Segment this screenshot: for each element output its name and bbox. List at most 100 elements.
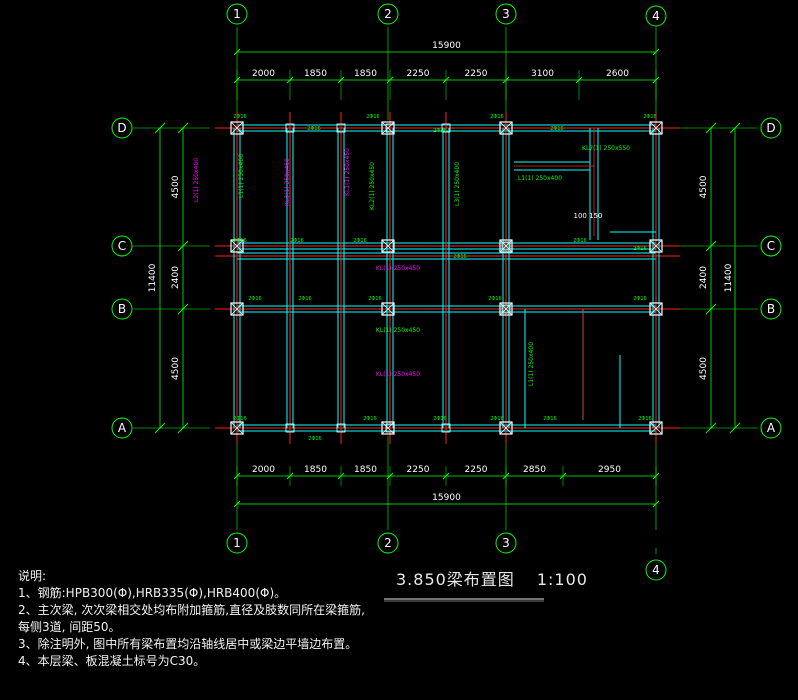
column-hatch bbox=[381, 302, 395, 316]
rebar-mark: 2Φ16 bbox=[638, 416, 651, 422]
dim-bottom-chain: 1850 bbox=[354, 465, 377, 475]
dim-tick bbox=[177, 240, 189, 252]
dim-tick bbox=[705, 303, 717, 315]
axis-label-left: C bbox=[118, 239, 126, 253]
rebar-mark: 2Φ16 bbox=[488, 296, 501, 302]
axis-label-right: A bbox=[767, 421, 776, 435]
beam-annotation: L1(1) 250x400 bbox=[238, 154, 245, 198]
column bbox=[649, 302, 663, 316]
rebar-mark: 2Φ16 bbox=[543, 416, 556, 422]
beam-annotation: L3(1) 250x400 bbox=[454, 162, 461, 206]
axis-bubble-bottom bbox=[226, 532, 248, 554]
dim-tick bbox=[705, 422, 717, 434]
rebar-mark: 2Φ16 bbox=[353, 238, 366, 244]
note-item-3: 3、除注明外, 图中所有梁布置均沿轴线居中或梁边平墙边布置。 bbox=[18, 637, 358, 651]
beam-annotation: L1(1) 250x400 bbox=[528, 342, 535, 386]
column-small bbox=[441, 423, 451, 433]
rebar-mark: 2Φ16 bbox=[643, 114, 656, 120]
dim-tick bbox=[233, 500, 241, 508]
axis-bubble-bottom bbox=[645, 559, 667, 581]
rebar-mark: 2Φ16 bbox=[233, 416, 246, 422]
rebar-mark: 2Φ16 bbox=[453, 254, 466, 260]
note-item-1: 1、钢筋:HPB300(Φ),HRB335(Φ),HRB400(Φ)。 bbox=[18, 586, 287, 600]
axis-label-top: 2 bbox=[384, 7, 392, 21]
rebar-mark: 2Φ16 bbox=[290, 238, 303, 244]
dim-tick bbox=[729, 422, 741, 434]
axis-bubble-bottom bbox=[495, 532, 517, 554]
rebar-mark: 2Φ16 bbox=[490, 416, 503, 422]
column-small bbox=[285, 123, 295, 133]
column bbox=[230, 302, 244, 316]
axis-label-right: D bbox=[766, 121, 775, 135]
dim-tick bbox=[729, 122, 741, 134]
dim-right-total: 11400 bbox=[724, 263, 734, 292]
rebar-mark: 2Φ16 bbox=[433, 128, 446, 134]
column-small bbox=[385, 123, 395, 133]
axis-bubble-right bbox=[760, 298, 782, 320]
axis-bubble-left bbox=[111, 417, 133, 439]
rebar-mark: 2Φ16 bbox=[248, 296, 261, 302]
axis-bubble-top bbox=[495, 3, 517, 25]
dim-right-chain: 2400 bbox=[699, 266, 709, 289]
column-hatch bbox=[649, 121, 663, 135]
notes-heading: 说明: bbox=[18, 569, 47, 583]
dim-right-chain: 4500 bbox=[699, 175, 709, 198]
column-small bbox=[285, 423, 295, 433]
dim-bottom-chain: 2250 bbox=[407, 465, 430, 475]
dim-tick bbox=[233, 48, 241, 56]
dim-top-chain: 1850 bbox=[354, 69, 377, 79]
beam-annotation: KL1(1) 250x450 bbox=[344, 148, 351, 196]
dim-tick bbox=[154, 122, 166, 134]
beam-annotation: L1(1) 250x400 bbox=[518, 175, 562, 182]
column bbox=[230, 421, 244, 435]
note-item-2-cont: 每侧3道, 间距50。 bbox=[18, 620, 121, 634]
beam-annotation: KL(1) 250x450 bbox=[376, 265, 420, 272]
note-item-4: 4、本层梁、板混凝土标号为C30。 bbox=[18, 654, 206, 668]
rebar-mark: 2Φ16 bbox=[363, 416, 376, 422]
dim-top-total: 15900 bbox=[432, 41, 461, 51]
rebar-mark: 2Φ16 bbox=[633, 296, 646, 302]
axis-label-right: C bbox=[767, 239, 775, 253]
column-small bbox=[441, 123, 451, 133]
beam-annotation: KL2(1) 250x450 bbox=[369, 162, 376, 210]
column-hatch bbox=[381, 239, 395, 253]
rebar-mark: 2Φ16 bbox=[308, 436, 321, 442]
drawing-scale: 1:100 bbox=[536, 570, 588, 589]
column bbox=[381, 302, 395, 316]
rebar-mark: 2Φ16 bbox=[633, 246, 646, 252]
axis-bubble-top bbox=[226, 3, 248, 25]
column-small bbox=[336, 123, 346, 133]
axis-bubble-top bbox=[645, 5, 667, 27]
beam-annotation: L2(1) 250x400 bbox=[193, 158, 200, 202]
dim-bottom-chain: 1850 bbox=[304, 465, 327, 475]
axis-bubble-right bbox=[760, 117, 782, 139]
dim-bottom-chain: 2850 bbox=[523, 465, 546, 475]
axis-label-bottom: 3 bbox=[502, 536, 510, 550]
dim-top-chain: 3100 bbox=[531, 69, 554, 79]
dim-left-total: 11400 bbox=[148, 263, 158, 292]
column-small bbox=[501, 241, 511, 251]
axis-label-right: B bbox=[767, 302, 775, 316]
axis-label-left: D bbox=[117, 121, 126, 135]
dim-top-chain: 2000 bbox=[252, 69, 275, 79]
drawing-title-text: 3.850梁布置图 bbox=[396, 570, 515, 589]
column-hatch bbox=[230, 239, 244, 253]
rebar-mark: 2Φ16 bbox=[368, 296, 381, 302]
rebar-mark: 2Φ16 bbox=[298, 296, 311, 302]
axis-label-top: 1 bbox=[233, 7, 241, 21]
axis-label-top: 3 bbox=[502, 7, 510, 21]
dim-top-chain: 1850 bbox=[304, 69, 327, 79]
column-small bbox=[385, 423, 395, 433]
column bbox=[230, 239, 244, 253]
beam-annotation: KL(1) 250x450 bbox=[376, 371, 420, 378]
dim-top-chain: 2250 bbox=[407, 69, 430, 79]
dim-right-chain: 4500 bbox=[699, 357, 709, 380]
column-hatch bbox=[230, 121, 244, 135]
dimension-small-label: 100 150 bbox=[574, 212, 603, 220]
design-notes: 说明: 1、钢筋:HPB300(Φ),HRB335(Φ),HRB400(Φ)。 … bbox=[18, 568, 365, 670]
dim-bottom-chain: 2950 bbox=[598, 465, 621, 475]
column bbox=[499, 302, 513, 316]
axis-bubble-left bbox=[111, 235, 133, 257]
dim-tick bbox=[177, 122, 189, 134]
